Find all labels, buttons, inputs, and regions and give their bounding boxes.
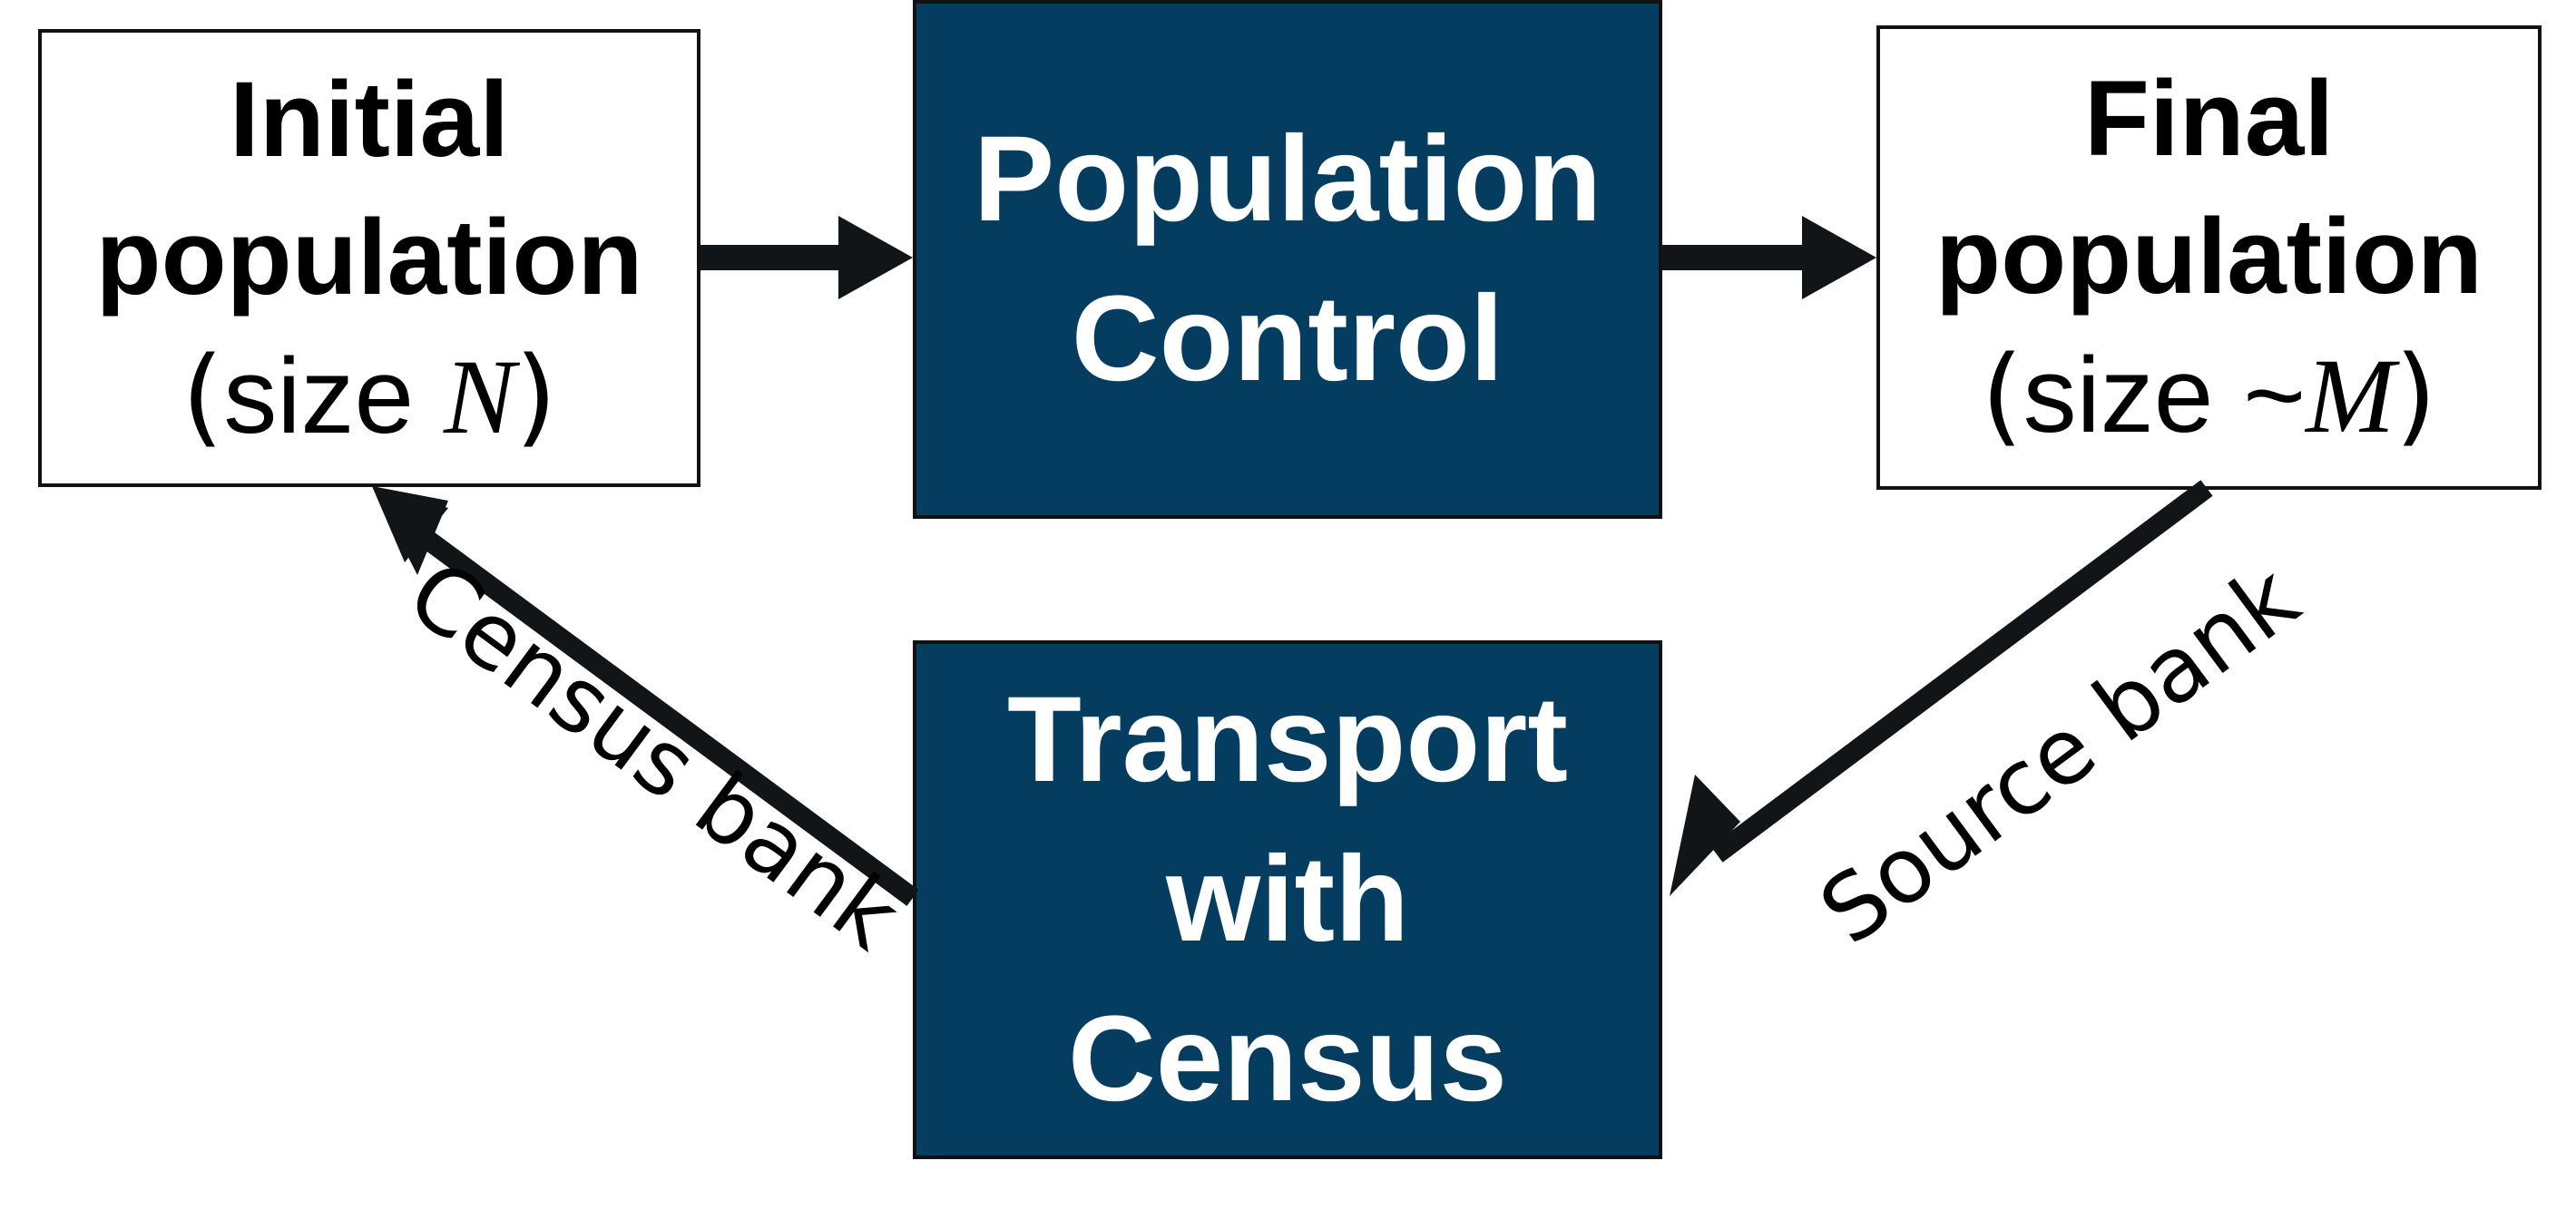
transport-with-census-box: Transport with Census [913, 640, 1662, 1159]
transport-title-line3: Census [1067, 991, 1508, 1126]
initial-population-title-line1: Initial [229, 59, 510, 180]
population-control-title-line2: Control [1071, 271, 1504, 406]
final-population-size-symbol: M [2306, 336, 2395, 455]
final-population-size: (size ~M) [1982, 326, 2437, 465]
population-control-title-line1: Population [973, 112, 1602, 247]
census-bank-label: Census bank [388, 540, 918, 970]
arrow-final-to-transport [1670, 480, 2213, 896]
final-population-box: Final population (size ~M) [1876, 25, 2542, 490]
arrow-transport-to-initial [372, 486, 919, 906]
arrow-control-to-final [1662, 216, 1876, 299]
initial-population-size: (size N) [181, 327, 556, 466]
initial-population-size-open-paren: ( [181, 332, 224, 458]
initial-population-size-symbol: N [443, 336, 515, 456]
transport-title-line1: Transport [1007, 672, 1568, 807]
initial-population-size-text: size [223, 336, 444, 456]
initial-population-size-close-paren: ) [514, 332, 557, 458]
final-population-size-open-paren: ( [1981, 332, 2023, 457]
population-control-box: Population Control [913, 0, 1662, 519]
initial-population-box: Initial population (size N) [38, 29, 700, 487]
arrow-initial-to-control [700, 216, 913, 299]
final-population-size-text: size ~ [2023, 336, 2307, 455]
final-population-title-line2: population [1935, 197, 2483, 317]
final-population-title-line1: Final [2083, 59, 2335, 179]
initial-population-title-line2: population [95, 197, 643, 317]
final-population-size-close-paren: ) [2395, 332, 2437, 457]
transport-title-line2: with [1166, 832, 1409, 967]
